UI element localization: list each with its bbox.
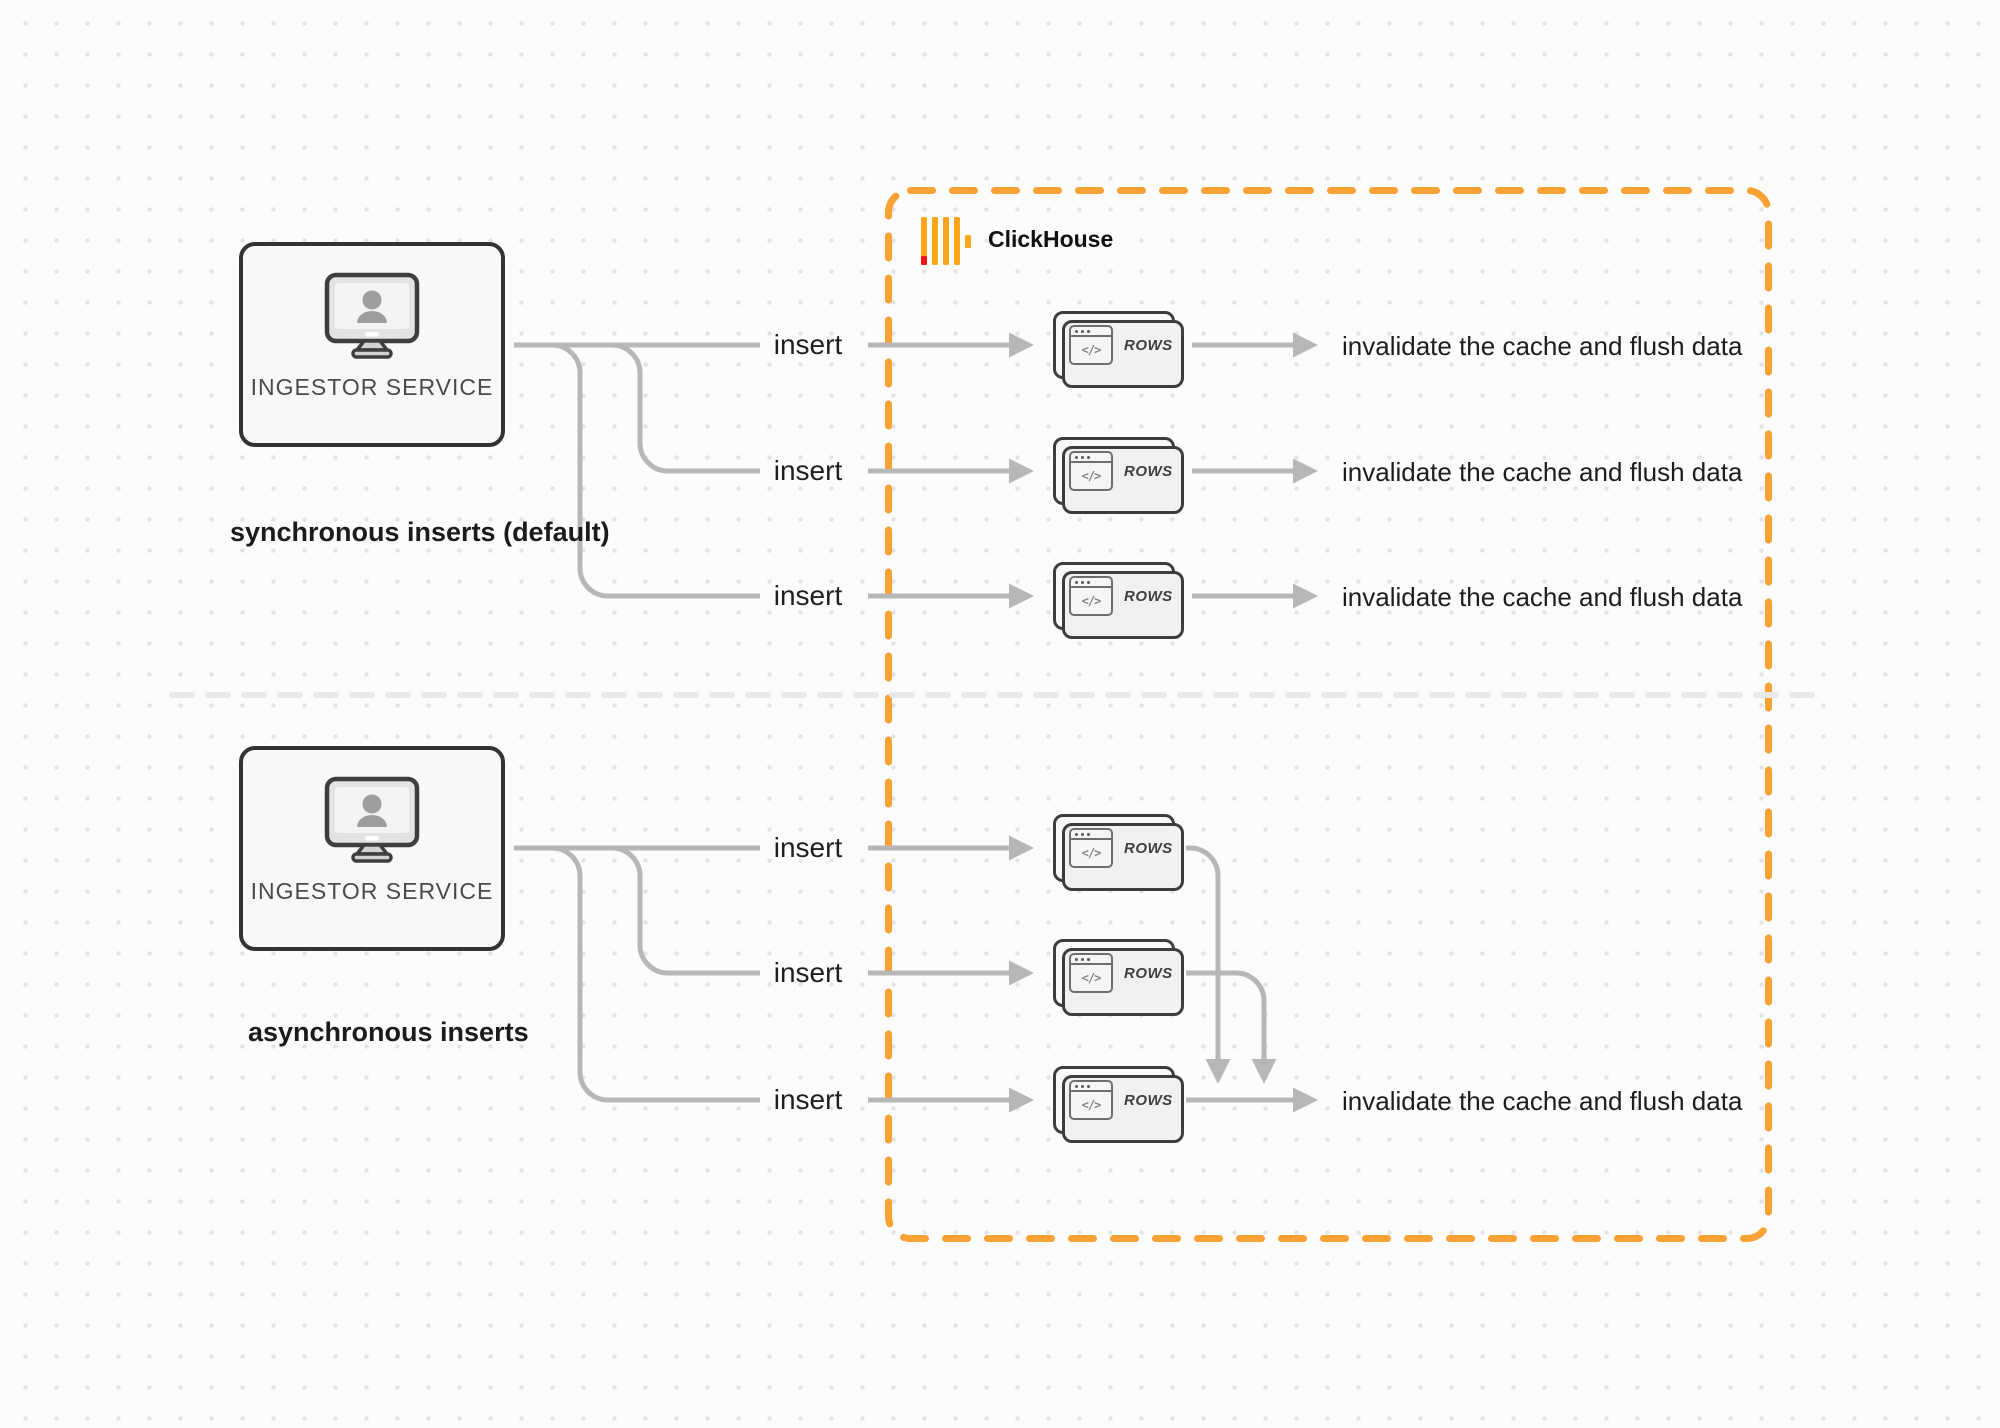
monitor-user-icon [324,272,420,359]
insert-label: insert [773,832,843,863]
async-connectors [514,835,1318,1113]
sync-connectors [514,332,1318,609]
rows-card: </> ROWS [1053,311,1184,388]
sync-caption: synchronous inserts (default) [230,517,610,547]
rows-label: ROWS [1124,1091,1173,1109]
rows-card: </> ROWS [1053,562,1184,639]
async-caption: asynchronous inserts [248,1017,529,1047]
ingestor-box-sync: INGESTOR SERVICE [239,242,505,447]
clickhouse-boundary [885,187,1772,1242]
code-window-icon: </> [1069,1080,1113,1120]
rows-card: </> ROWS [1053,814,1184,891]
rows-label: ROWS [1124,336,1173,354]
clickhouse-bars-icon [921,217,971,265]
insert-label: insert [773,329,843,360]
rows-label: ROWS [1124,964,1173,982]
rows-label: ROWS [1124,462,1173,480]
insert-label: insert [773,455,843,486]
code-window-icon: </> [1069,325,1113,365]
insert-label: insert [773,1084,843,1115]
rows-card: </> ROWS [1053,939,1184,1016]
insert-label: insert [773,957,843,988]
ingestor-label: INGESTOR SERVICE [250,374,494,400]
result-label: invalidate the cache and flush data [1342,582,1743,612]
code-window-icon: </> [1069,828,1113,868]
code-window-icon: </> [1069,953,1113,993]
result-label: invalidate the cache and flush data [1342,1086,1743,1116]
ingestor-box-async: INGESTOR SERVICE [239,746,505,951]
result-label: invalidate the cache and flush data [1342,331,1743,361]
rows-card: </> ROWS [1053,1066,1184,1143]
rows-label: ROWS [1124,587,1173,605]
code-window-icon: </> [1069,576,1113,616]
clickhouse-title: ClickHouse [988,226,1114,252]
ingestor-label: INGESTOR SERVICE [250,878,494,904]
rows-card: </> ROWS [1053,437,1184,514]
rows-label: ROWS [1124,839,1173,857]
insert-label: insert [773,580,843,611]
monitor-user-icon [324,776,420,863]
result-label: invalidate the cache and flush data [1342,457,1743,487]
code-window-icon: </> [1069,451,1113,491]
